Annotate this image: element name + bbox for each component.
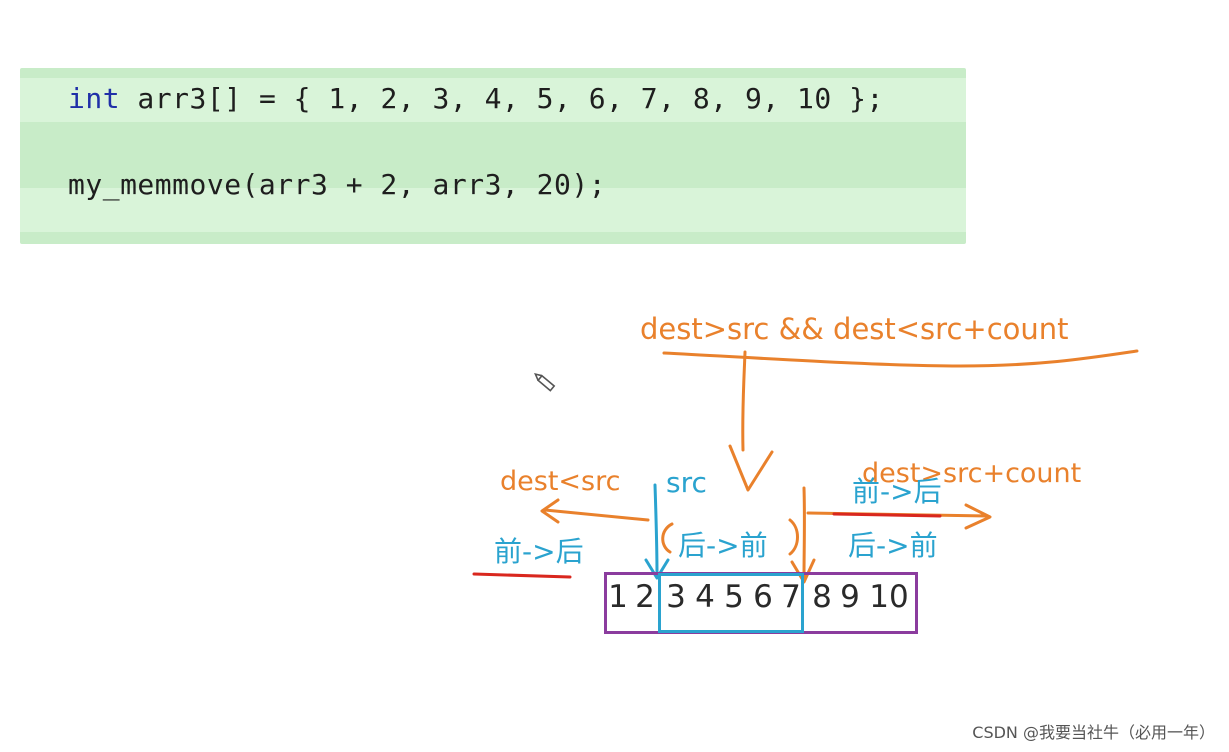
array-cell: 6 — [753, 579, 773, 615]
code-line-array-decl: int arr3[] = { 1, 2, 3, 4, 5, 6, 7, 8, 9… — [68, 82, 884, 115]
array-cell: 5 — [724, 579, 744, 615]
right-direction-underline — [832, 512, 942, 518]
code-line-highlight — [20, 78, 966, 122]
middle-bracket-right — [788, 518, 799, 556]
code-line-memmove-call: my_memmove(arr3 + 2, arr3, 20); — [68, 168, 607, 201]
left-arrow — [540, 498, 650, 524]
src-range-box — [658, 573, 804, 633]
left-condition-label: dest<src — [500, 466, 621, 497]
src-down-arrow — [644, 483, 670, 580]
middle-direction-label: 后->前 — [678, 529, 768, 562]
overlap-condition-label: dest>src && dest<src+count — [640, 312, 1069, 346]
array-cell: 9 — [840, 579, 860, 615]
array-cell: 10 — [869, 579, 909, 615]
code-array-decl-rest: arr3[] = { 1, 2, 3, 4, 5, 6, 7, 8, 9, 10… — [120, 82, 884, 115]
array-cell: 2 — [635, 579, 655, 615]
overlap-condition-underline — [662, 349, 1139, 368]
code-line-highlight — [20, 188, 966, 232]
overlap-down-arrow — [728, 350, 774, 492]
src-label: src — [666, 466, 707, 499]
array-cell: 1 — [608, 579, 628, 615]
count-end-arrow — [790, 486, 816, 584]
right-direction-bottom-label: 后->前 — [848, 529, 938, 562]
array-cell: 8 — [812, 579, 832, 615]
right-direction-top-label: 前->后 — [852, 475, 942, 508]
array-cell: 3 — [666, 579, 686, 615]
watermark: CSDN @我要当社牛（必用一年） — [972, 723, 1215, 742]
array-cell: 7 — [781, 579, 801, 615]
array-cell: 4 — [695, 579, 715, 615]
left-direction-underline — [472, 572, 572, 579]
code-keyword-int: int — [68, 82, 121, 115]
left-direction-label: 前->后 — [494, 535, 584, 568]
middle-bracket-left — [661, 522, 674, 554]
right-condition-label: dest>src+count — [862, 458, 1082, 489]
code-panel: int arr3[] = { 1, 2, 3, 4, 5, 6, 7, 8, 9… — [20, 68, 966, 244]
pen-cursor-icon — [534, 372, 556, 392]
